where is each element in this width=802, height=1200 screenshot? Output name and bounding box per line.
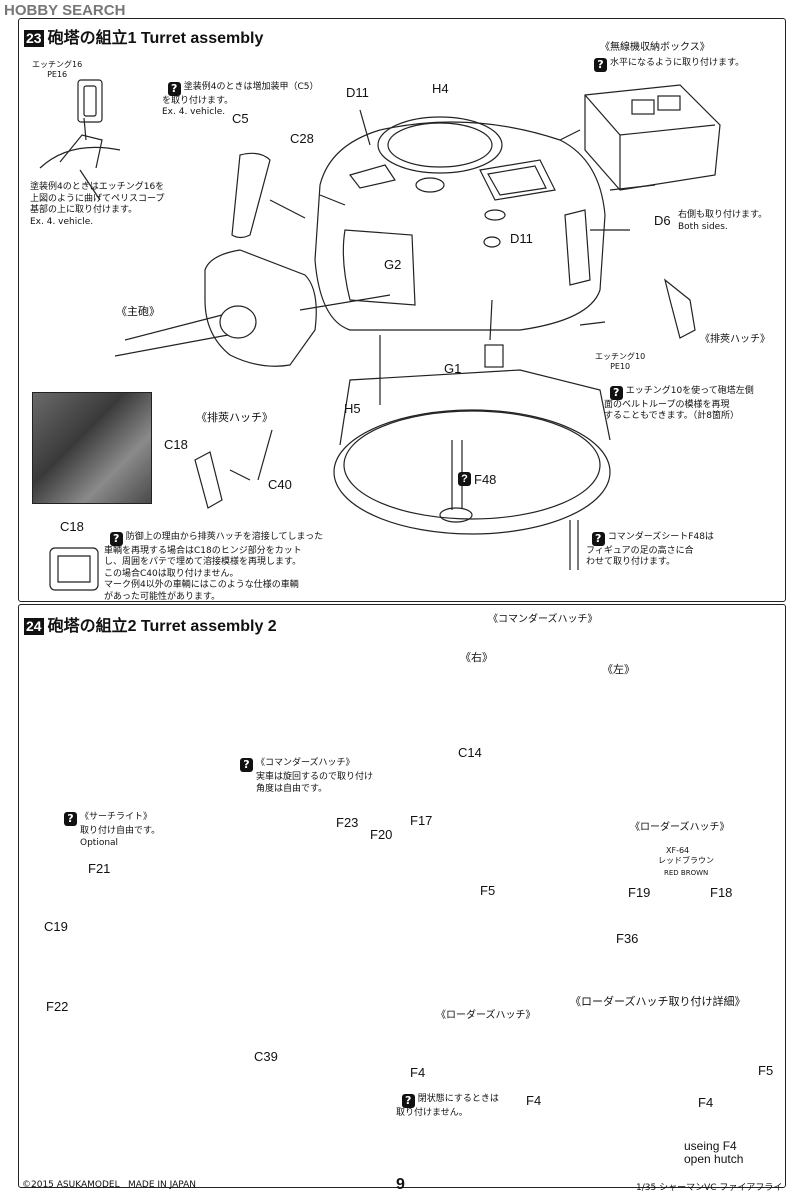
label-f5-top: F5 — [480, 883, 496, 898]
label-paint-name-en: RED BROWN — [664, 869, 709, 877]
note-periscope: 塗装例4のときはエッチング16を 上図のように曲げてペリスコープ 基部の上に取り… — [30, 182, 165, 227]
label-cmd-hatch-box: 《コマンダーズハッチ》 — [486, 614, 600, 625]
step-23-title-text: 砲塔の組立1 Turret assembly — [47, 30, 264, 47]
step-23-number: 23 — [24, 30, 44, 47]
label-open-hutch: useing F4 open hutch — [684, 1139, 744, 1166]
label-right: 《右》 — [460, 651, 493, 664]
note-c5: ?塗装例4のときは増加装甲（C5） を取り付けます。 Ex. 4. vehicl… — [162, 70, 318, 119]
note-searchlight: ?《サーチライト》 取り付け自由です。 Optional — [64, 812, 160, 849]
label-f21: F21 — [88, 861, 111, 876]
note-radio-box: ?水平になるように取り付けます。 — [594, 58, 744, 72]
label-f4-detail-left: F4 — [526, 1093, 542, 1108]
label-loader-detail: 《ローダーズハッチ取り付け詳細》 — [570, 995, 746, 1008]
label-f48: ?F48 — [458, 472, 496, 487]
note-radio-box-text: 水平になるように取り付けます。 — [610, 58, 745, 68]
note-cmd-hatch-text: 実車は旋回するので取り付け 角度は自由です。 — [256, 772, 374, 794]
label-radio-box: 《無線機収納ボックス》 — [600, 42, 710, 53]
note-commander-seat-text: コマンダーズシートF48は フィギュアの足の高さに合 わせて取り付けます。 — [586, 531, 714, 568]
caution-icon: ? — [401, 1093, 415, 1108]
note-f4-text: 閉状態にするときは 取り付けません。 — [396, 1093, 499, 1118]
label-c19: C19 — [44, 919, 68, 934]
step-24-panel — [18, 604, 786, 1188]
label-main-gun: 《主砲》 — [116, 305, 160, 318]
label-c18-top: C18 — [164, 437, 188, 452]
note-cmd-hatch: ?《コマンダーズハッチ》 実車は旋回するので取り付け 角度は自由です。 — [240, 758, 373, 795]
caution-icon: ? — [458, 472, 471, 486]
caution-icon: ? — [109, 531, 123, 546]
label-h4: H4 — [432, 81, 449, 96]
label-c28: C28 — [290, 131, 314, 146]
label-g1: G1 — [444, 361, 462, 376]
footer-page-number: 9 — [396, 1176, 405, 1193]
watermark-text: HOBBY SEARCH — [4, 2, 126, 19]
label-f4-main: F4 — [410, 1065, 426, 1080]
label-c18-inset: C18 — [60, 519, 84, 534]
label-cmd-hatch: 《コマンダーズハッチ》 — [256, 758, 355, 768]
label-f18: F18 — [710, 885, 733, 900]
step-24-title-text: 砲塔の組立2 Turret assembly 2 — [47, 618, 277, 635]
note-c18-weld: ?防御上の理由から排莢ハッチを溶接してしまった 車輌を再現する場合はC18のヒン… — [104, 520, 323, 603]
label-left: 《左》 — [602, 663, 635, 676]
caution-icon: ? — [591, 531, 605, 546]
note-pe10: ?エッチング10を使って砲塔左側 面のベルトループの模様を再現 することもできま… — [604, 374, 754, 423]
reference-photo — [32, 392, 152, 504]
label-d6: D6 — [654, 213, 671, 228]
label-ejector-hatch-left: 《排莢ハッチ》 — [196, 411, 273, 424]
step-24-number: 24 — [24, 618, 44, 635]
note-c18-weld-text: 防御上の理由から排莢ハッチを溶接してしまった 車輌を再現する場合はC18のヒンジ… — [104, 531, 324, 602]
watermark: HOBBY SEARCH — [4, 2, 125, 19]
label-loader-hatch-box: 《ローダーズハッチ》 — [628, 822, 732, 833]
label-f19: F19 — [628, 885, 651, 900]
label-f4-detail-right: F4 — [698, 1095, 714, 1110]
label-f22: F22 — [46, 999, 69, 1014]
note-d6: 右側も取り付けます。 Both sides. — [678, 210, 768, 232]
label-paint-name-jp: レッドブラウン — [658, 856, 714, 865]
note-pe10-text: エッチング10を使って砲塔左側 面のベルトループの模様を再現 することもできます… — [604, 385, 754, 422]
step-23-panel — [18, 18, 786, 602]
note-searchlight-text: 取り付け自由です。 Optional — [80, 826, 161, 848]
label-pe16: エッチング16 PE16 — [32, 60, 83, 79]
label-loader-hatch: 《ローダーズハッチ》 — [436, 1010, 536, 1021]
caution-icon: ? — [594, 58, 607, 72]
label-c39: C39 — [254, 1049, 278, 1064]
label-h5: H5 — [344, 401, 361, 416]
caution-icon: ? — [609, 385, 623, 400]
label-f17: F17 — [410, 813, 433, 828]
label-f20: F20 — [370, 827, 393, 842]
footer-made-in: MADE IN JAPAN — [128, 1180, 197, 1190]
label-d11-top: D11 — [346, 85, 369, 100]
label-f36: F36 — [616, 931, 639, 946]
note-c5-text: 塗装例4のときは増加装甲（C5） を取り付けます。 Ex. 4. vehicle… — [162, 81, 319, 118]
label-ejector-hatch-right: 《排莢ハッチ》 — [700, 334, 770, 345]
footer-product: 1/35 シャーマンVC ファイアフライ — [636, 1183, 783, 1193]
label-c5: C5 — [232, 111, 249, 126]
label-f5-detail: F5 — [758, 1063, 774, 1078]
label-c40: C40 — [268, 477, 292, 492]
caution-icon: ? — [240, 758, 253, 772]
label-g2: G2 — [384, 257, 402, 272]
label-paint-code: XF-64 — [666, 846, 690, 855]
note-f4: ?閉状態にするときは 取り付けません。 — [396, 1082, 499, 1119]
caution-icon: ? — [64, 812, 77, 826]
label-c14: C14 — [458, 745, 482, 760]
label-pe10: エッチング10 PE10 — [595, 352, 646, 371]
label-f23: F23 — [336, 815, 359, 830]
label-d11-mid: D11 — [510, 231, 533, 246]
label-searchlight: 《サーチライト》 — [80, 812, 153, 822]
note-commander-seat: ?コマンダーズシートF48は フィギュアの足の高さに合 わせて取り付けます。 — [586, 520, 714, 569]
label-f48-text: F48 — [474, 472, 497, 487]
footer-copyright: ©2015 ASUKAMODEL — [22, 1180, 120, 1190]
caution-icon: ? — [167, 81, 181, 96]
